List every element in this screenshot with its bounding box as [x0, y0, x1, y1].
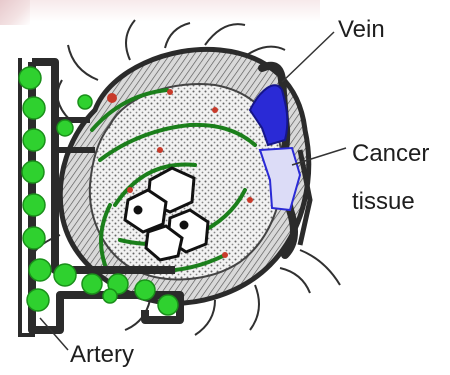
artery-label: Artery	[70, 343, 134, 367]
cancer-tissue-label-line1: Cancer	[352, 142, 429, 166]
vein-leader-line	[282, 32, 334, 82]
vein-label: Vein	[338, 18, 385, 42]
cancer-tissue-label-line2: tissue	[352, 190, 415, 214]
